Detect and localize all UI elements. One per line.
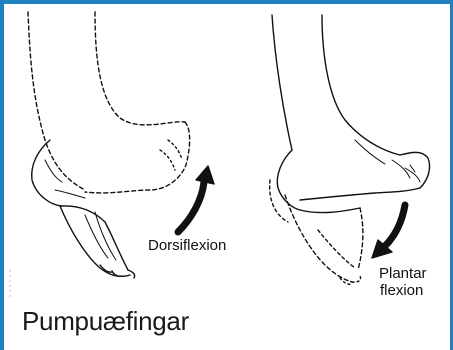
figure-caption: Pumpuæfingar	[22, 306, 189, 337]
plantar-label-line2: flexion	[380, 283, 423, 299]
dorsiflexion-label: Dorsiflexion	[148, 238, 226, 254]
plantar-label-line1: Plantar	[379, 266, 427, 282]
right-leg-plantar-flexion	[270, 15, 430, 284]
plantar-flexion-arrow	[372, 205, 405, 258]
dorsiflexion-arrow	[178, 166, 214, 232]
